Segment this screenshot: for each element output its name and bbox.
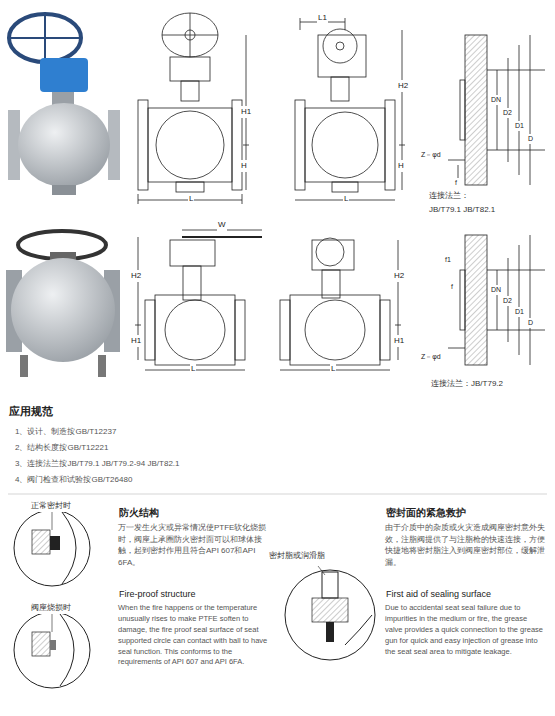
side-view-drawing <box>295 18 405 200</box>
text-label: f <box>454 178 458 188</box>
flange-detail-rtj <box>448 235 545 365</box>
text-label: D2 <box>502 108 513 118</box>
text-label: 正常密封时 <box>30 500 72 512</box>
flange-detail <box>448 35 545 185</box>
text-label: DN <box>490 95 502 105</box>
grease-fitting-detail <box>285 566 375 660</box>
text-label: First aid of sealing surface <box>385 588 492 601</box>
text-label: H1 <box>130 335 142 347</box>
text-label: 连接法兰： <box>428 190 470 202</box>
text-label: L <box>343 193 349 205</box>
body-text: When the fire happens or the temperature… <box>118 603 270 668</box>
text-label: L1 <box>317 12 328 24</box>
text-label: 连接法兰：JB/T79.2 <box>430 378 504 390</box>
text-label: 4、阀门检查和试验按GB/T26480 <box>14 474 133 486</box>
text-label: JB/T79.1 JB/T82.1 <box>428 204 496 216</box>
text-label: D <box>527 134 534 144</box>
body-text: 万一发生火灾或异常情况使PTFE软化烧损时，阀座上承圈防火密封面可以和球体接触，… <box>118 522 268 568</box>
heading: 应用规范 <box>8 404 54 420</box>
side-view-drawing-large <box>280 238 401 370</box>
text-label: f <box>450 282 454 292</box>
text-label: 2、结构长度按GB/T12221 <box>14 442 109 454</box>
text-label: D1 <box>514 307 525 317</box>
text-label: D <box>527 318 534 328</box>
text-label: H2 <box>130 270 142 282</box>
text-label: H <box>397 160 405 172</box>
text-label: D1 <box>514 121 525 131</box>
body-text: 由于介质中的杂质或火灾造成阀座密封意外失效，注脂阀提供了与注脂枪的快速连接，方便… <box>385 522 545 568</box>
text-label: L <box>330 363 336 375</box>
text-label: W <box>217 219 227 231</box>
text-label: L <box>190 363 196 375</box>
front-view-drawing <box>138 13 249 204</box>
valve-photo <box>8 14 120 195</box>
text-label: Z－φd <box>420 352 442 362</box>
text-label: 密封脂或润滑脂 <box>268 550 326 562</box>
text-label: L <box>188 193 194 205</box>
text-label: DN <box>490 285 502 295</box>
text-label: D2 <box>502 296 513 306</box>
text-label: Fire-proof structure <box>118 588 197 601</box>
text-label: 1、设计、制造按GB/T12237 <box>14 426 117 438</box>
heading: 防火结构 <box>118 506 160 520</box>
body-text: Due to accidental seat seal failure due … <box>385 603 545 657</box>
front-view-drawing-large <box>135 230 262 370</box>
seal-detail <box>14 510 90 688</box>
text-label: H2 <box>393 270 405 282</box>
text-label: H <box>240 160 248 172</box>
text-label: f1 <box>444 255 452 265</box>
text-label: H1 <box>393 335 405 347</box>
text-label: H1 <box>240 106 252 118</box>
valve-photo-large <box>6 231 120 377</box>
text-label: 3、连接法兰按JB/T79.1 JB/T79.2-94 JB/T82.1 <box>14 458 181 470</box>
heading: 密封面的紧急救护 <box>385 506 467 520</box>
text-label: Z－φd <box>420 150 442 160</box>
text-label: 阀座烧损时 <box>30 602 72 614</box>
text-label: H2 <box>397 80 409 92</box>
